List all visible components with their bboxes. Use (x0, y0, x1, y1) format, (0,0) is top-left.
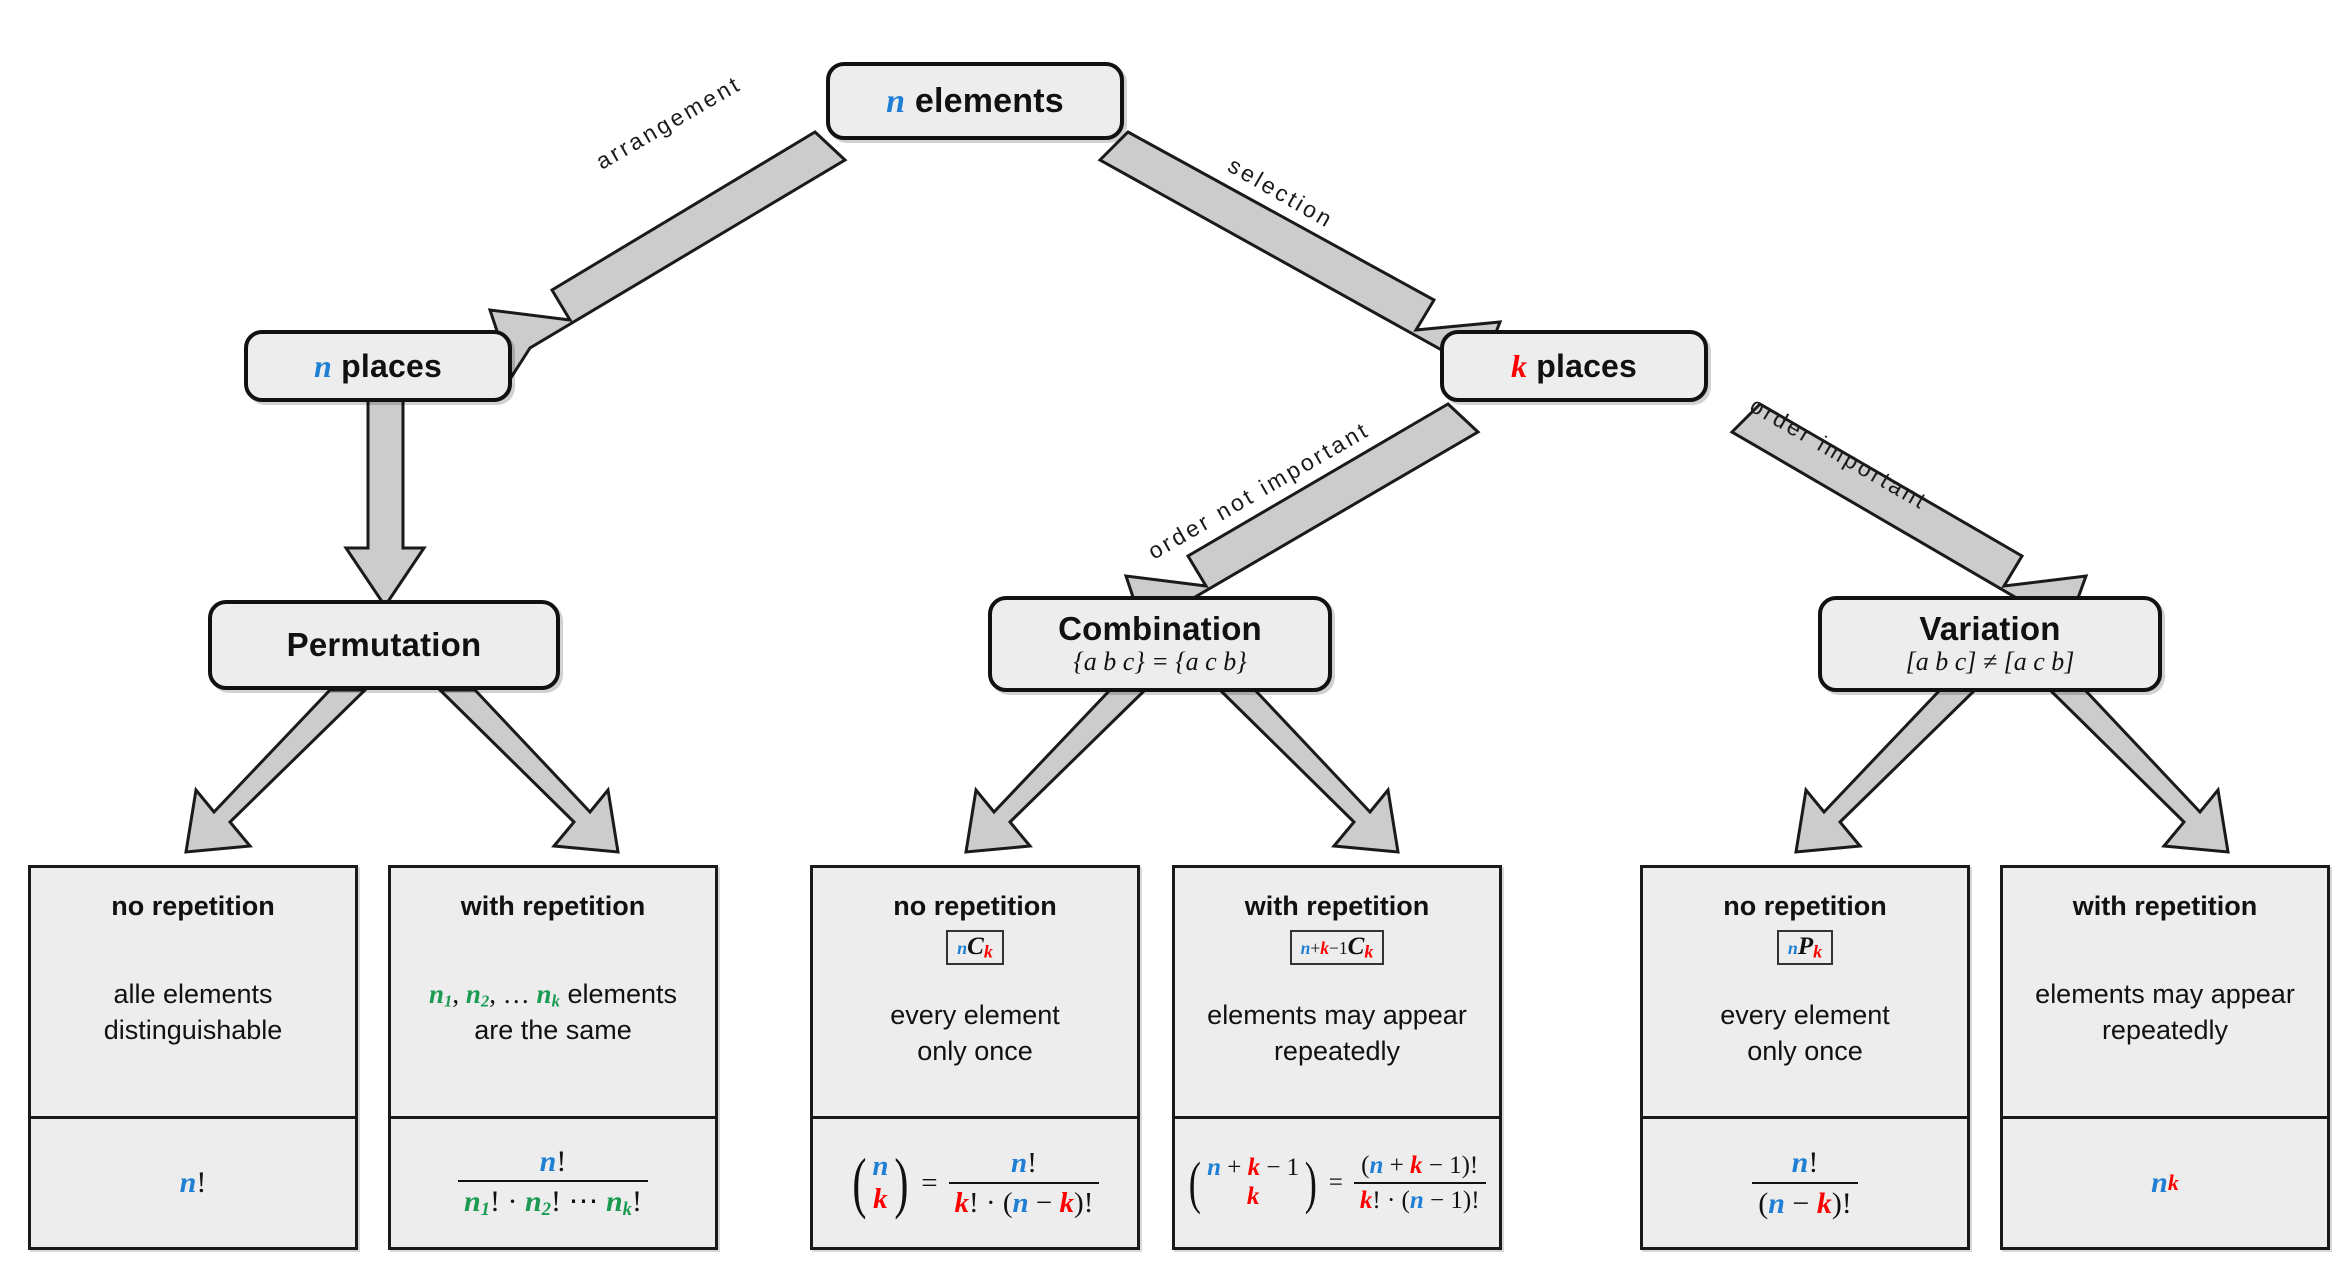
arrow-variation-right (2046, 688, 2230, 854)
leaf-header: no repetition (1723, 891, 1887, 921)
leaf-top: with repetition elements may appear repe… (2003, 868, 2327, 1119)
arrow-combination-right (1216, 688, 1400, 854)
arrow-arrangement (487, 130, 848, 380)
n-places-label: places (332, 347, 442, 384)
leaf-combination-with-repetition[interactable]: with repetition n+k−1Ck elements may app… (1172, 865, 1502, 1250)
combination-subtitle: {a b c} = {a c b} (1073, 647, 1247, 677)
node-k-places[interactable]: k places (1440, 330, 1708, 402)
leaf-header: with repetition (460, 891, 646, 921)
edge-label-arrangement: arrangement (591, 70, 746, 175)
node-n-elements[interactable]: n elements (826, 62, 1124, 140)
node-combination[interactable]: Combination {a b c} = {a c b} (988, 596, 1332, 692)
leaf-header: no repetition (893, 891, 1057, 921)
notation-badge-npk: nPk (1776, 929, 1834, 966)
root-label: elements (905, 81, 1064, 120)
root-variable: n (886, 82, 906, 120)
leaf-permutation-no-repetition[interactable]: no repetition alle elements distinguisha… (28, 865, 358, 1250)
arrow-nplaces-permutation (343, 396, 427, 609)
leaf-top: no repetition alle elements distinguisha… (31, 868, 355, 1119)
leaf-description: elements may appear repeatedly (2035, 979, 2295, 1045)
leaf-variation-with-repetition[interactable]: with repetition elements may appear repe… (2000, 865, 2330, 1250)
leaf-top: with repetition n+k−1Ck elements may app… (1175, 868, 1499, 1119)
arrow-permutation-left (184, 688, 369, 854)
edge-label-selection: selection (1223, 151, 1339, 234)
leaf-header: no repetition (111, 891, 275, 921)
leaf-combination-no-repetition[interactable]: no repetition nCk every element only onc… (810, 865, 1140, 1250)
arrow-permutation-right (436, 688, 620, 854)
leaf-permutation-with-repetition[interactable]: with repetition n1, n2, … nk elements ar… (388, 865, 718, 1250)
k-places-label: places (1527, 347, 1638, 384)
node-permutation[interactable]: Permutation (208, 600, 560, 690)
leaf-top: no repetition nPk every element only onc… (1643, 868, 1967, 1119)
leaf-header: with repetition (2072, 891, 2258, 921)
leaf-description: every element only once (890, 1000, 1060, 1066)
leaf-description: alle elements distinguishable (103, 979, 283, 1045)
leaf-top: with repetition n1, n2, … nk elements ar… (391, 868, 715, 1119)
permutation-title: Permutation (286, 626, 482, 663)
leaf-formula: n! n1! · n2! ⋯ nk! (391, 1119, 715, 1247)
leaf-description: every element only once (1720, 1000, 1890, 1066)
leaf-description: n1, n2, … nk elements are the same (428, 979, 678, 1045)
leaf-variation-no-repetition[interactable]: no repetition nPk every element only onc… (1640, 865, 1970, 1250)
node-variation[interactable]: Variation [a b c] ≠ [a c b] (1818, 596, 2162, 692)
k-places-variable: k (1510, 347, 1528, 384)
edge-label-order-not-important: order not important (1143, 416, 1374, 565)
arrow-combination-left (964, 688, 1149, 854)
notation-badge-npk-1ck: n+k−1Ck (1289, 929, 1385, 966)
notation-badge-nck: nCk (946, 929, 1004, 966)
variation-title: Variation (1919, 609, 2061, 647)
variation-subtitle: [a b c] ≠ [a c b] (1905, 647, 2075, 677)
leaf-header: with repetition (1244, 891, 1430, 921)
arrow-variation-left (1794, 688, 1979, 854)
n-places-variable: n (314, 347, 333, 384)
combination-title: Combination (1058, 609, 1262, 647)
leaf-description: elements may appear repeatedly (1207, 1000, 1467, 1066)
leaf-formula: n! (179, 1166, 207, 1199)
leaf-formula: n! (n − k)! (1643, 1119, 1967, 1247)
edge-label-order-important: order important (1745, 391, 1933, 515)
leaf-top: no repetition nCk every element only onc… (813, 868, 1137, 1119)
node-n-places[interactable]: n places (244, 330, 512, 402)
